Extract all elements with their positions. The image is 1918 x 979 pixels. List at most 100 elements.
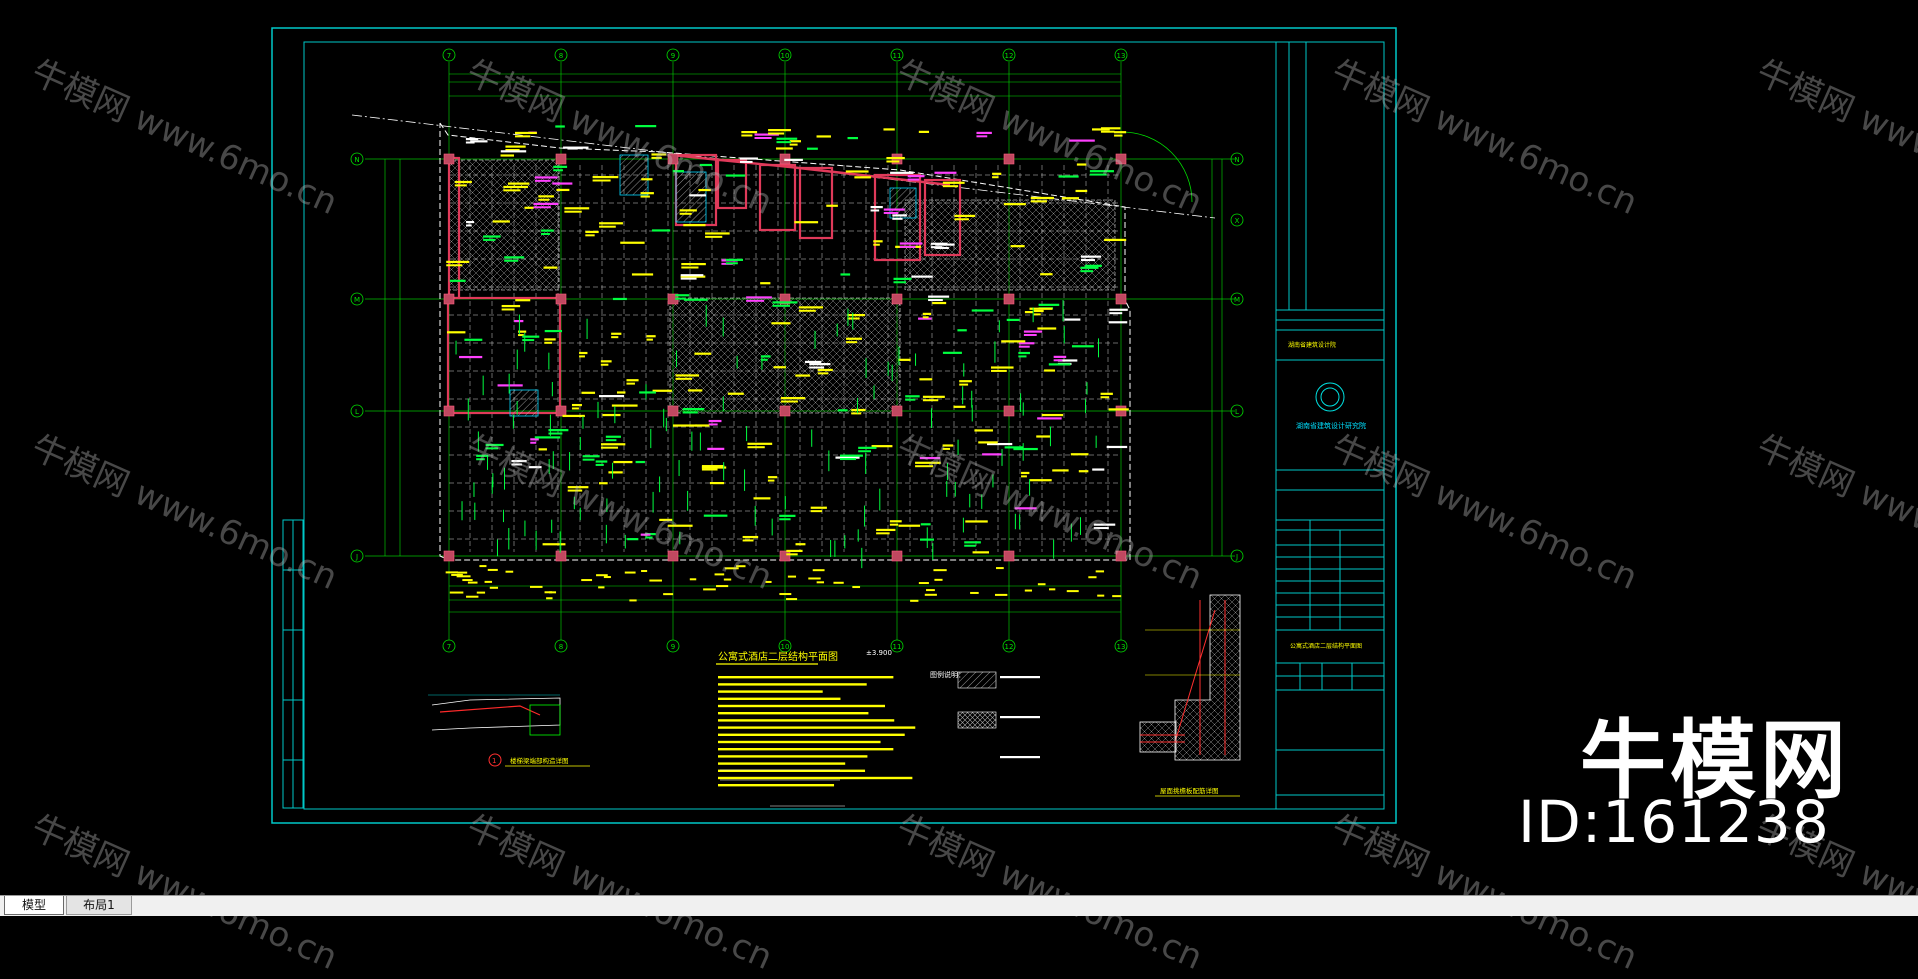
rebar-annotation xyxy=(1013,447,1038,451)
rebar-annotation xyxy=(600,360,612,363)
rebar-annotation xyxy=(899,242,923,245)
axis-bubble xyxy=(1230,549,1244,563)
rebar-annotation xyxy=(492,220,510,223)
axis-label-top: 12 xyxy=(1005,52,1014,60)
rebar-annotation xyxy=(725,258,744,261)
column xyxy=(1115,293,1127,305)
rebar-annotation xyxy=(846,337,862,340)
rebar-annotation xyxy=(635,460,645,464)
rebar-annotation xyxy=(873,240,883,243)
detail-stair-beam: 1 楼梯梁端部构造详图 xyxy=(428,694,590,767)
rebar-annotation xyxy=(651,156,662,159)
rebar-annotation xyxy=(922,399,939,402)
rebar-annotation xyxy=(1109,312,1123,315)
title-block-project: 公寓式酒店二层结构平面图 xyxy=(1290,642,1362,650)
rebar-annotation xyxy=(905,398,916,401)
axis-bubble xyxy=(1230,152,1244,166)
rebar-annotation xyxy=(564,210,582,213)
dimension-text xyxy=(1024,589,1033,592)
rebar-annotation xyxy=(500,154,515,157)
rebar-annotation xyxy=(772,304,790,307)
axis-label-top: 9 xyxy=(671,643,675,651)
rebar-annotation xyxy=(798,306,824,309)
rebar-annotation xyxy=(659,518,673,521)
axis-label-top: 7 xyxy=(447,52,451,60)
rebar-annotation xyxy=(816,135,831,138)
note-line xyxy=(718,726,916,729)
rebar-annotation xyxy=(789,143,798,146)
axis-label-top: 13 xyxy=(1117,643,1126,651)
rebar-annotation xyxy=(1057,359,1078,362)
rebar-annotation xyxy=(1018,342,1035,345)
axis-bubble xyxy=(1230,292,1244,306)
dimension-text xyxy=(457,571,468,574)
rebar-annotation xyxy=(990,366,1014,369)
tab-layout1[interactable]: 布局1 xyxy=(66,896,132,915)
dimension-text xyxy=(933,569,947,572)
dimension-text xyxy=(1088,576,1097,579)
rebar-annotation xyxy=(524,206,534,209)
rebar-annotation xyxy=(459,355,483,359)
rebar-annotation xyxy=(646,338,653,341)
rebar-annotation xyxy=(1069,139,1095,142)
rebar-annotation xyxy=(608,471,623,474)
rebar-annotation xyxy=(1001,340,1026,343)
rebar-annotation xyxy=(873,243,880,246)
rebar-annotation xyxy=(741,134,753,137)
axis-label-right: X xyxy=(1235,217,1240,225)
column xyxy=(891,550,903,562)
rebar-annotation xyxy=(922,395,945,398)
rebar-annotation xyxy=(851,408,866,412)
rebar-annotation xyxy=(1030,200,1047,203)
rebar-annotation xyxy=(893,277,912,280)
rebar-annotation xyxy=(465,141,475,144)
rebar-annotation xyxy=(847,317,860,320)
shear-wall xyxy=(873,173,922,262)
dimension-text xyxy=(529,585,543,588)
rebar-annotation xyxy=(871,445,893,448)
rebar-annotation xyxy=(688,389,703,392)
rebar-annotation xyxy=(847,314,865,317)
rebar-annotation xyxy=(809,366,825,369)
rebar-annotation xyxy=(922,316,929,319)
note-line xyxy=(718,719,895,722)
rebar-annotation xyxy=(767,479,775,482)
rebar-annotation xyxy=(605,439,617,442)
rebar-annotation xyxy=(595,460,608,463)
tab-model[interactable]: 模型 xyxy=(4,896,64,915)
axis-label-top: 10 xyxy=(781,643,790,651)
rebar-annotation xyxy=(476,458,485,461)
rebar-annotation xyxy=(753,497,771,500)
rebar-annotation xyxy=(679,209,697,212)
rebar-annotation xyxy=(1023,333,1037,336)
rebar-annotation xyxy=(582,455,600,458)
rebar-annotation xyxy=(681,266,699,269)
column xyxy=(1003,293,1015,305)
dimension-text xyxy=(549,591,557,594)
rebar-annotation xyxy=(534,176,558,179)
dimension-text xyxy=(1048,588,1056,591)
rebar-annotation xyxy=(776,141,791,144)
rebar-annotation xyxy=(964,541,981,544)
rebar-annotation xyxy=(501,308,515,311)
rebar-annotation xyxy=(645,536,653,539)
rebar-annotation xyxy=(918,317,932,320)
rebar-annotation xyxy=(898,524,921,527)
rebar-annotation xyxy=(511,459,527,463)
rebar-annotation xyxy=(598,482,608,485)
rebar-annotation xyxy=(681,262,706,266)
shear-wall xyxy=(671,153,951,187)
rebar-annotation xyxy=(683,224,706,227)
rebar-annotation xyxy=(858,450,871,453)
elevation-mark: ±3.900 xyxy=(866,649,892,657)
dimension-text xyxy=(484,580,493,583)
dimension-text xyxy=(1066,590,1079,593)
rebar-annotation xyxy=(922,312,932,315)
rebar-annotation xyxy=(954,218,969,221)
axis-bubble xyxy=(1114,48,1128,62)
dimension-text xyxy=(1037,583,1046,586)
arc-line xyxy=(1121,131,1193,203)
rebar-annotation xyxy=(982,453,1003,456)
rebar-annotation xyxy=(771,322,791,325)
